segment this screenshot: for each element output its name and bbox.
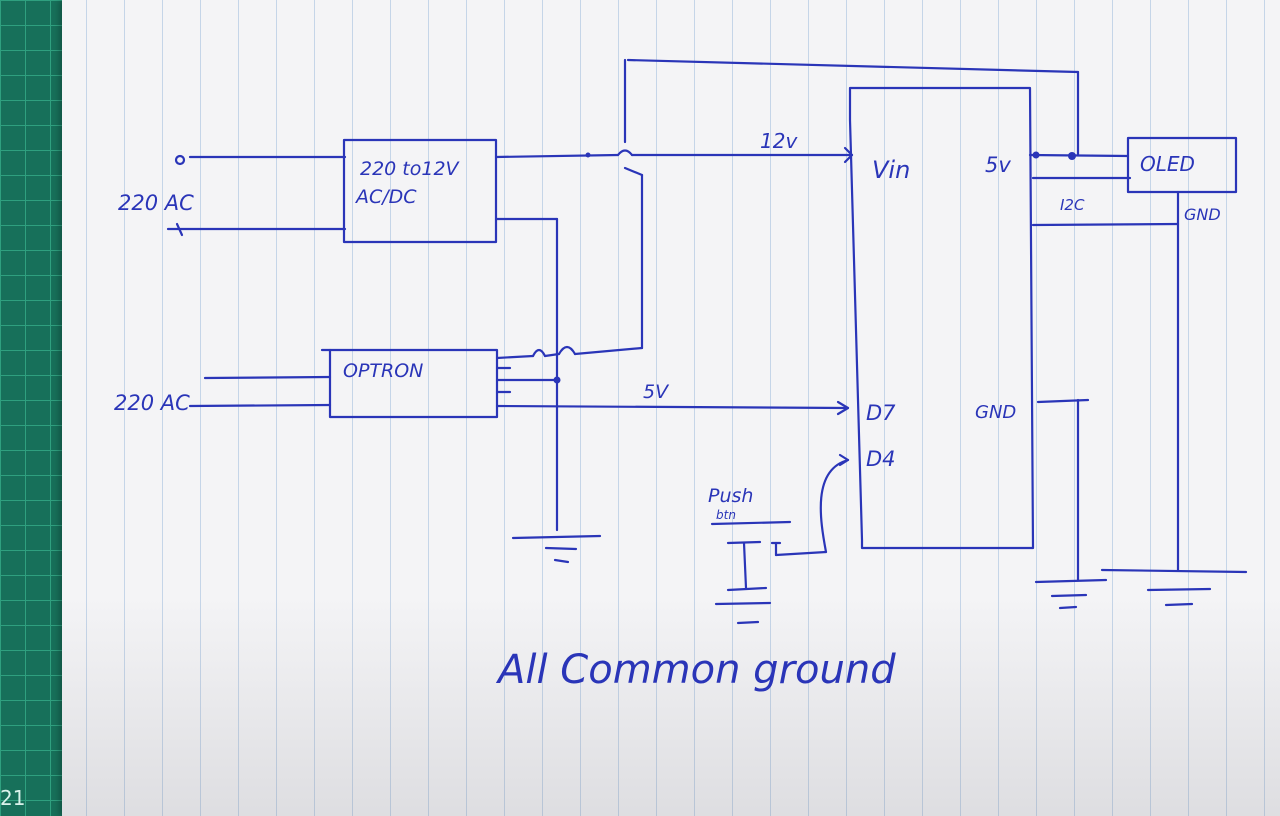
optron-label: OPTRON	[343, 360, 423, 382]
wire-mcu-ground	[1034, 398, 1248, 610]
label-i2c: I2C	[1060, 196, 1085, 214]
oled-label: OLED	[1140, 152, 1195, 176]
oled-display: OLED GND	[1126, 136, 1238, 572]
pin-vin: Vin	[872, 156, 910, 184]
mat-number: 21	[0, 786, 26, 810]
shadow-overlay	[62, 596, 1280, 816]
optron: OPTRON	[320, 348, 512, 419]
wire-5v-loop	[495, 58, 1080, 360]
label-5v-signal: 5V	[643, 381, 670, 403]
ac-input-top-label: 220 AC	[118, 191, 194, 215]
push-button: Push btn	[708, 453, 850, 625]
converter-label-line1: 220 to12V	[360, 158, 461, 180]
microcontroller-box	[848, 86, 1035, 550]
oled-box	[1126, 136, 1238, 194]
pin-d7: D7	[866, 401, 896, 425]
wire-12v: 12v	[494, 129, 854, 164]
push-label-line1: Push	[708, 485, 753, 507]
ac-input-bottom: 220 AC	[114, 375, 332, 415]
footer-note: All Common ground	[495, 647, 896, 693]
pin-d4: D4	[866, 447, 896, 471]
wire-converter-ground	[494, 217, 602, 564]
acdc-converter: 220 to12V AC/DC	[342, 138, 498, 244]
ac-input-bottom-label: 220 AC	[114, 391, 190, 415]
ac-terminal-top-1	[174, 154, 186, 166]
converter-label-line2: AC/DC	[354, 186, 417, 208]
acdc-converter-box	[342, 138, 498, 244]
optron-box	[328, 348, 499, 419]
pin-gnd: GND	[975, 402, 1016, 423]
wire-d7-signal: 5V	[495, 381, 850, 416]
ac-input-top: 220 AC	[118, 154, 347, 237]
pin-5v: 5v	[985, 153, 1011, 177]
push-label-line2: btn	[716, 508, 736, 522]
label-12v: 12v	[760, 129, 798, 153]
oled-gnd-label: GND	[1184, 205, 1221, 224]
microcontroller: Vin 5v D7 D4 GND	[848, 86, 1035, 550]
wire-oled-power: I2C	[1028, 151, 1180, 227]
